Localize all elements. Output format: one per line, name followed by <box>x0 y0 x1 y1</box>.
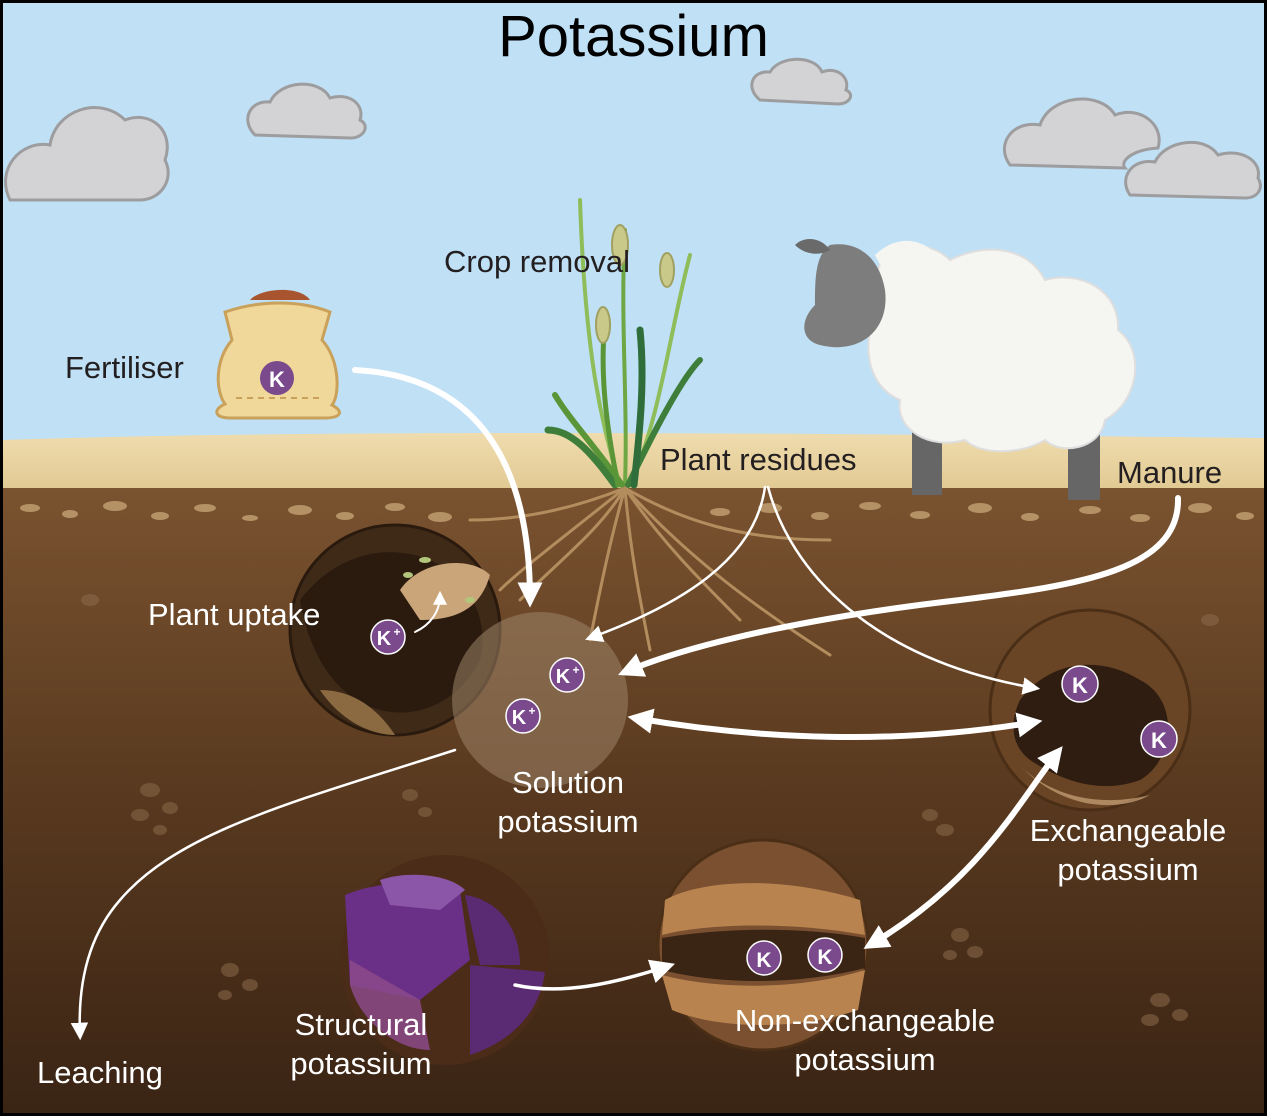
solution-potassium-zone <box>452 612 628 788</box>
label-fertiliser: Fertiliser <box>65 349 184 388</box>
label-exchangeable-potassium: Exchangeable potassium <box>1010 812 1246 890</box>
fertiliser-k-marker: K <box>260 361 294 395</box>
label-crop-removal: Crop removal <box>444 243 630 282</box>
label-structural-potassium: Structural potassium <box>270 1006 452 1084</box>
fertiliser-sack <box>217 290 340 418</box>
k-text: K <box>1151 728 1167 753</box>
k-marker-non-exchangeable-1: K <box>747 941 781 975</box>
label-structural-potassium-line1: Structural <box>270 1006 452 1045</box>
label-plant-residues: Plant residues <box>660 441 856 480</box>
label-non-exchangeable-potassium-line2: potassium <box>705 1041 1025 1080</box>
k-ion-marker-plant-uptake: K + <box>371 620 405 654</box>
k-ion-text: K <box>556 666 571 688</box>
label-structural-potassium-line2: potassium <box>270 1045 452 1084</box>
k-ion-marker-solution-1: K + <box>550 658 584 692</box>
label-solution-potassium: Solution potassium <box>478 764 658 842</box>
k-marker-non-exchangeable-2: K <box>808 938 842 972</box>
k-ion-charge: + <box>572 663 579 677</box>
k-ion-text: K <box>377 628 392 650</box>
page-title: Potassium <box>0 4 1267 71</box>
label-leaching: Leaching <box>37 1054 163 1093</box>
k-text: K <box>1072 673 1088 698</box>
k-ion-charge: + <box>393 625 400 639</box>
k-marker-exchangeable-2: K <box>1141 721 1177 757</box>
label-exchangeable-potassium-line1: Exchangeable <box>1010 812 1246 851</box>
label-non-exchangeable-potassium-line1: Non-exchangeable <box>705 1002 1025 1041</box>
exchangeable-potassium-zone <box>990 610 1190 810</box>
k-marker-exchangeable-1: K <box>1062 666 1098 702</box>
fertiliser-k-text: K <box>269 367 285 392</box>
k-text: K <box>817 946 832 969</box>
label-non-exchangeable-potassium: Non-exchangeable potassium <box>705 1002 1025 1080</box>
k-ion-text: K <box>512 707 527 729</box>
k-ion-charge: + <box>528 704 535 718</box>
label-solution-potassium-line1: Solution <box>478 764 658 803</box>
label-plant-uptake: Plant uptake <box>148 596 320 635</box>
k-text: K <box>756 949 771 972</box>
label-solution-potassium-line2: potassium <box>478 803 658 842</box>
k-ion-marker-solution-2: K + <box>506 699 540 733</box>
label-manure: Manure <box>1117 454 1222 493</box>
label-exchangeable-potassium-line2: potassium <box>1010 851 1246 890</box>
